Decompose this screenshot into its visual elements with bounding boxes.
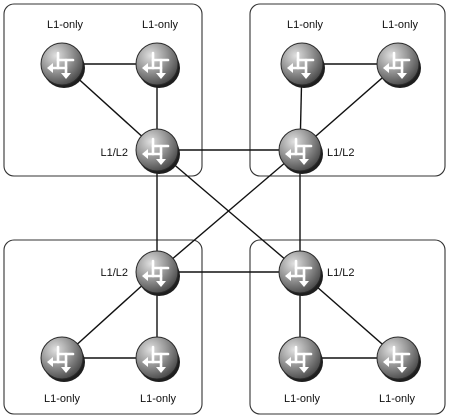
router-icon-lr-core — [278, 250, 323, 296]
router-label-ll-bl: L1-only — [44, 393, 81, 405]
router-icon-ur-tr — [376, 42, 421, 88]
links-layer — [61, 63, 399, 359]
router-icon-ul-tr — [135, 42, 180, 88]
routers-layer — [40, 42, 421, 382]
router-label-ul-core: L1/L2 — [100, 147, 128, 159]
router-label-lr-br: L1-only — [379, 393, 416, 405]
router-icon-ul-core — [135, 128, 180, 174]
router-icon-ur-core — [278, 128, 323, 174]
router-icon-lr-br — [376, 336, 421, 382]
area-box-lower-right — [249, 239, 446, 415]
link-ur-tr-to-ur-core — [299, 63, 399, 151]
router-label-ur-core: L1/L2 — [327, 147, 355, 159]
router-label-lr-core: L1/L2 — [327, 267, 355, 279]
router-icon-ll-core — [135, 250, 180, 296]
router-label-ul-tr: L1-only — [142, 19, 179, 31]
router-label-ul-tl: L1-only — [47, 19, 84, 31]
router-icon-ur-tl — [280, 42, 325, 88]
area-box-lower-left — [3, 239, 203, 415]
router-label-ur-tr: L1-only — [382, 19, 419, 31]
router-icon-ul-tl — [40, 42, 85, 88]
router-icon-lr-bl — [278, 336, 323, 382]
link-ur-core-to-ll-core — [156, 149, 301, 273]
router-label-ll-core: L1/L2 — [100, 267, 128, 279]
router-label-lr-bl: L1-only — [284, 393, 321, 405]
router-label-ur-tl: L1-only — [287, 19, 324, 31]
area-box-upper-right — [249, 3, 446, 177]
router-icon-ll-br — [135, 336, 180, 382]
router-label-ll-br: L1-only — [140, 393, 177, 405]
router-icon-ll-bl — [40, 336, 85, 382]
area-box-upper-left — [3, 3, 203, 177]
